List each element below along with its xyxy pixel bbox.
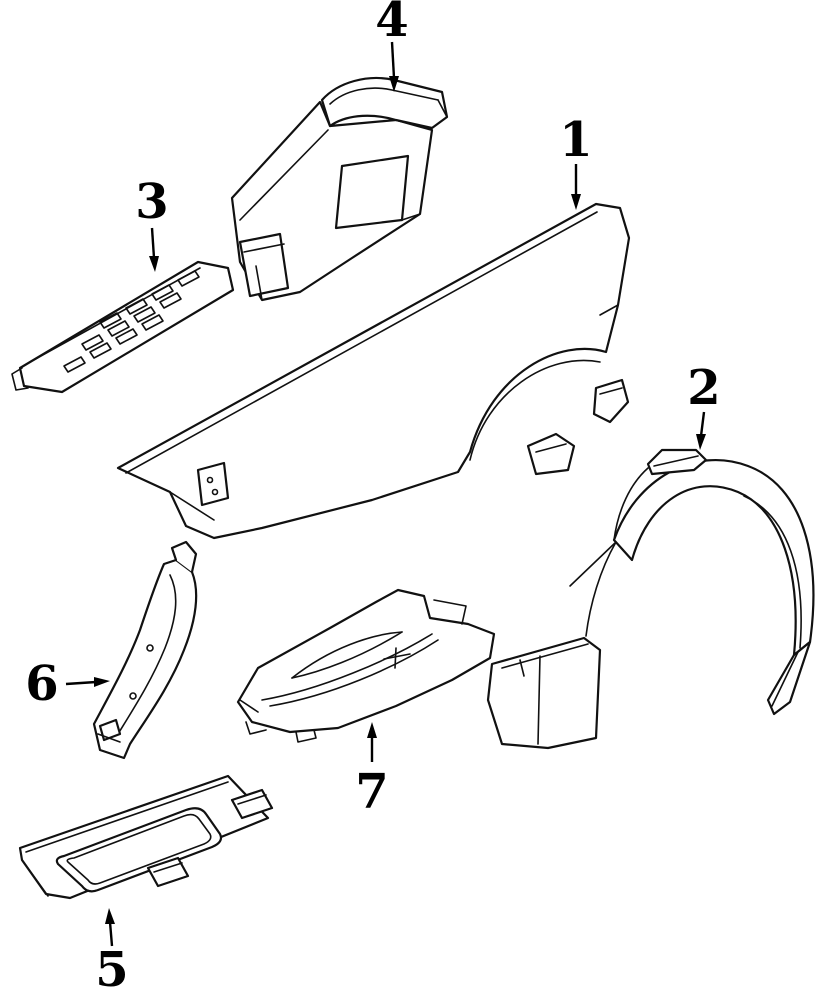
fender-liner-part-2: [486, 448, 815, 750]
callout-number-1[interactable]: 1: [559, 112, 593, 168]
callout-arrow-1: [571, 164, 581, 210]
insulator-panel-part-5: [18, 774, 274, 900]
callout-arrow-4: [389, 41, 399, 92]
front-bracket-part-6: [92, 540, 198, 760]
callout-number-7[interactable]: 7: [355, 764, 389, 820]
callout-arrow-3: [149, 227, 159, 272]
air-intake-assembly-part-4: [230, 76, 449, 302]
splash-shield-part-7: [236, 588, 496, 743]
callout-number-4[interactable]: 4: [375, 0, 409, 48]
callout-arrow-5: [105, 908, 115, 947]
vent-panel-part-3: [11, 260, 235, 394]
fender-part-1: [116, 202, 631, 540]
callout-number-3[interactable]: 3: [135, 174, 169, 230]
callout-arrow-7: [367, 722, 377, 762]
callout-number-2[interactable]: 2: [687, 360, 721, 416]
callout-arrow-2: [696, 411, 706, 450]
callout-number-5[interactable]: 5: [95, 942, 129, 998]
callout-arrow-6: [65, 677, 110, 687]
callout-number-6[interactable]: 6: [25, 656, 59, 712]
